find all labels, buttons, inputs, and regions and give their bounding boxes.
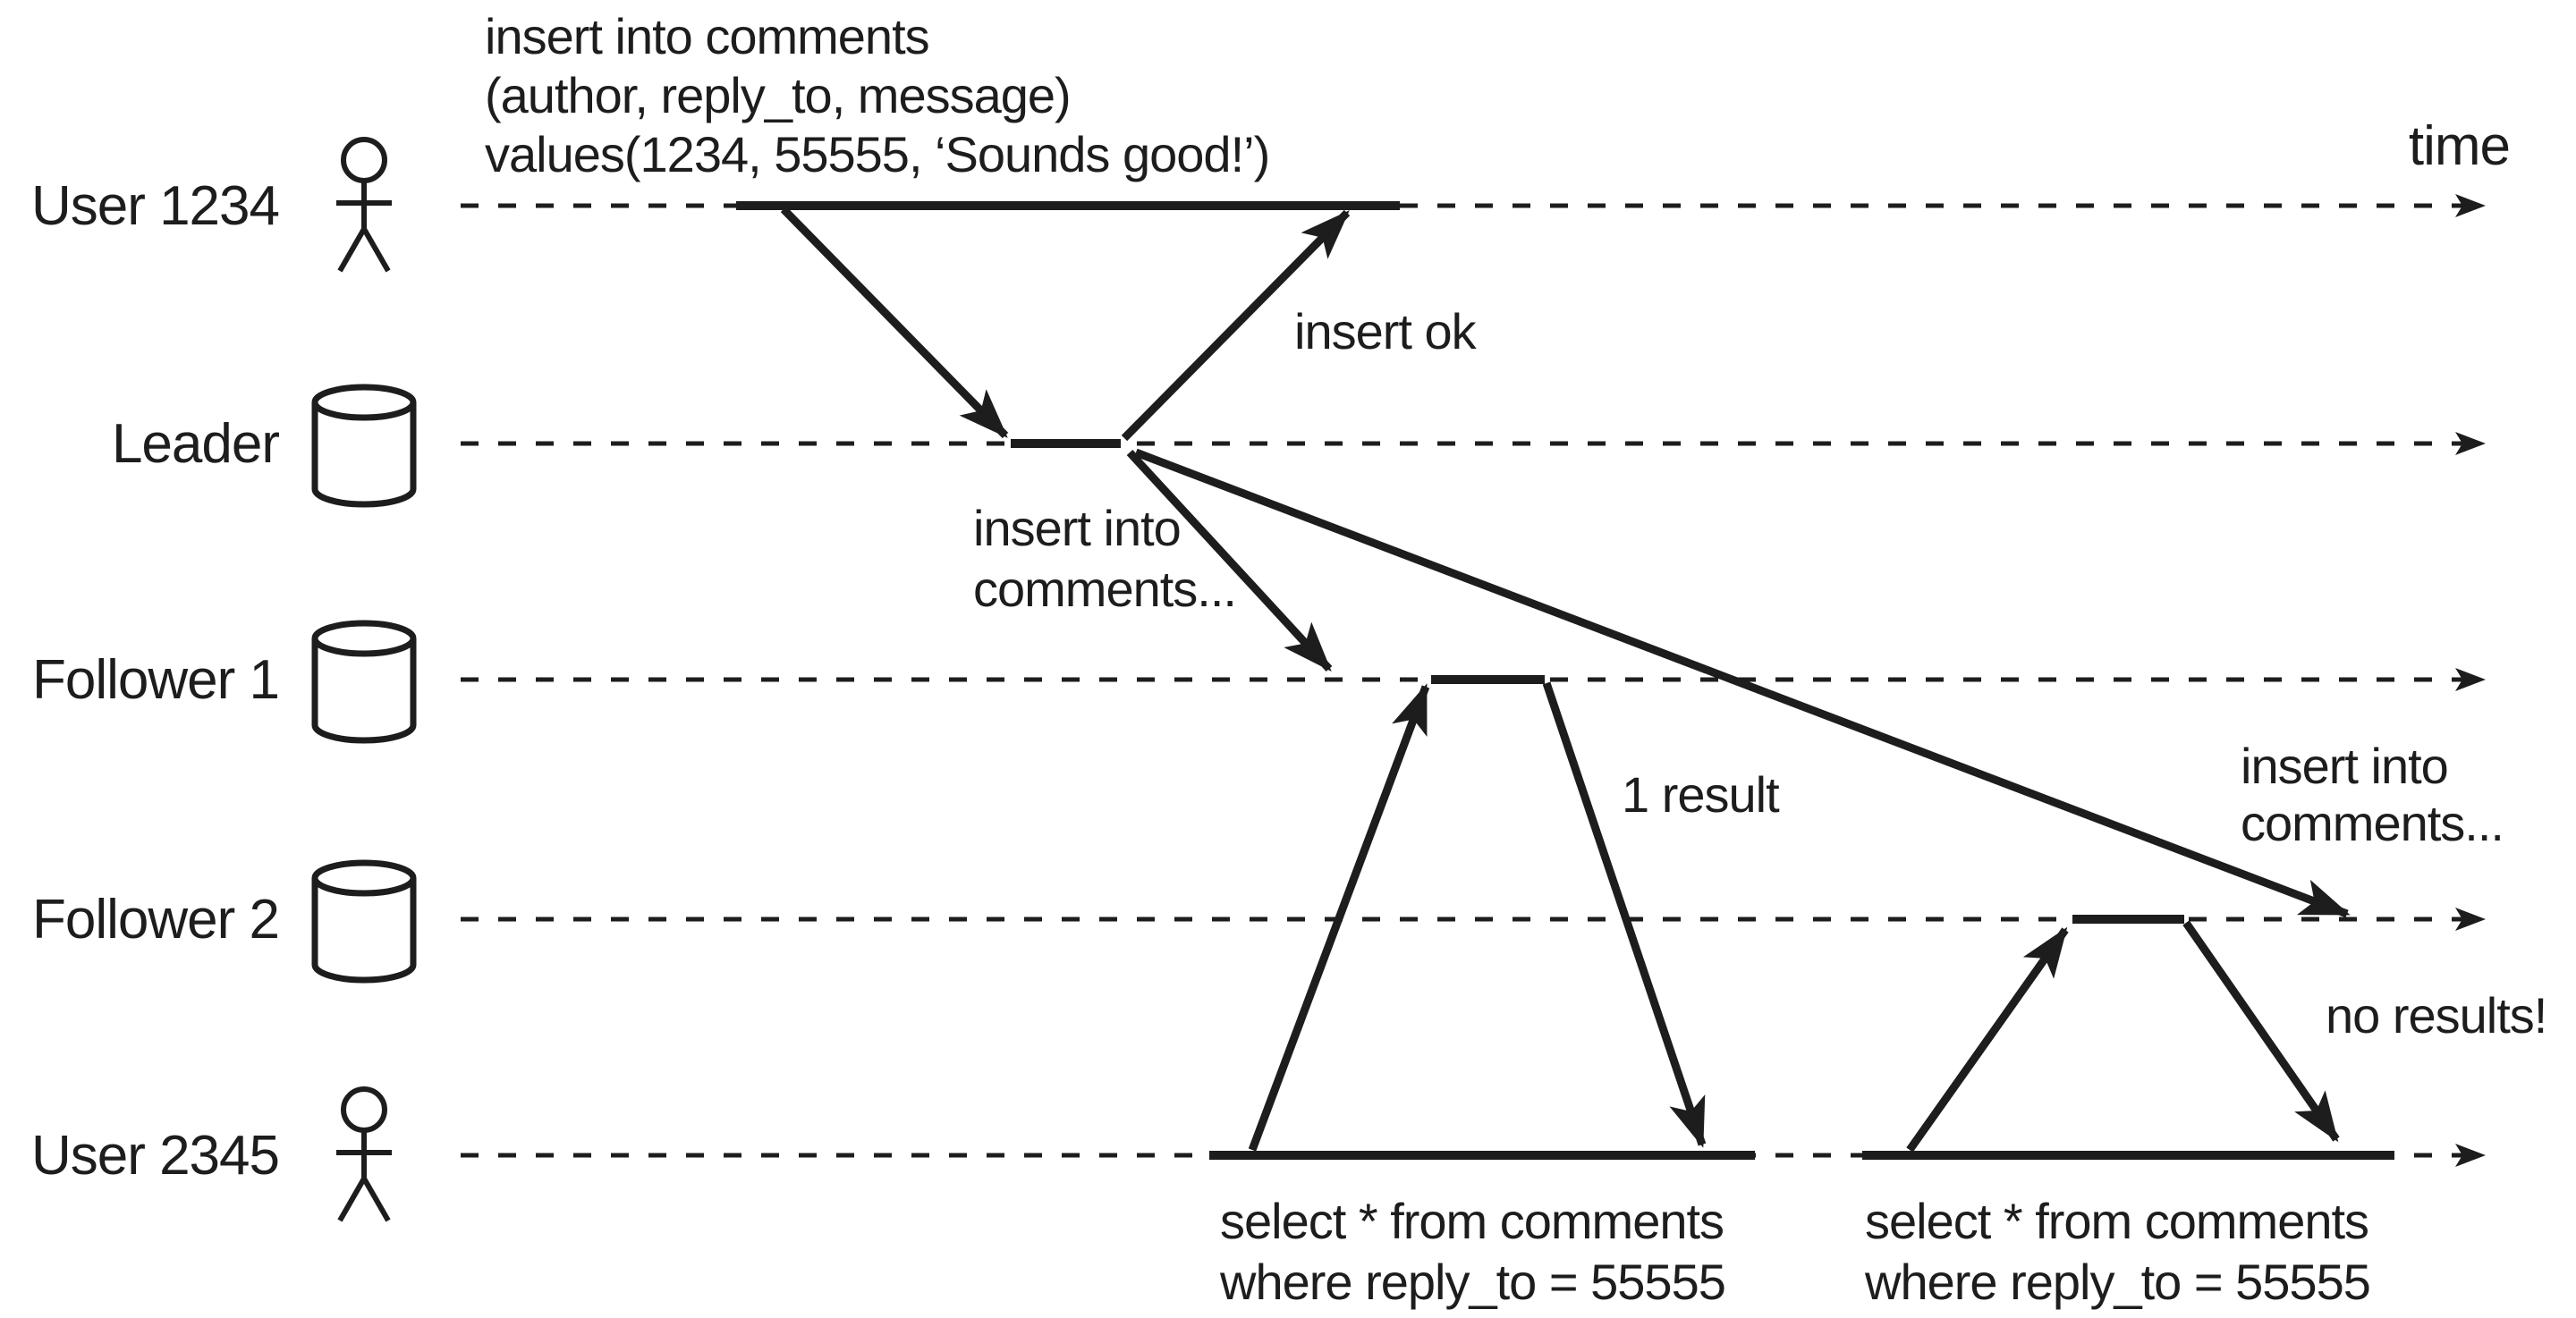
select-query-2-line-2: where reply_to = 55555	[1864, 1254, 2370, 1310]
database-cylinder-icon	[311, 384, 417, 508]
actor-label-follower-1: Follower 1	[32, 649, 279, 711]
arrow-query-to-follower-2	[1906, 926, 2069, 1153]
database-cylinder-icon	[311, 859, 417, 984]
person-icon	[336, 1086, 392, 1222]
replicate-follower-2-line-2: comments...	[2241, 795, 2504, 851]
insert-statement-line-1: insert into comments	[485, 8, 929, 64]
arrow-replicate-to-follower-1	[1126, 449, 1333, 672]
arrow-result-to-user-2345	[1542, 681, 1707, 1148]
replicate-follower-2-annotation: insert into comments...	[2241, 738, 2504, 851]
person-icon	[336, 137, 392, 273]
select-query-follower-1-annotation: select * from comments where reply_to = …	[1219, 1193, 1726, 1310]
select-query-1-line-1: select * from comments	[1220, 1193, 1724, 1249]
replicate-follower-1-line-1: insert into	[973, 500, 1181, 556]
replicate-follower-2-line-1: insert into	[2241, 738, 2448, 794]
database-cylinder-icon	[311, 620, 417, 744]
select-query-1-line-2: where reply_to = 55555	[1219, 1254, 1725, 1310]
arrow-insert-ok-to-user-1234	[1121, 209, 1351, 442]
insert-statement-annotation: insert into comments (author, reply_to, …	[485, 8, 1270, 182]
select-query-follower-2-annotation: select * from comments where reply_to = …	[1864, 1193, 2371, 1310]
arrow-insert-to-leader	[780, 206, 1009, 439]
arrow-replicate-to-follower-2	[1134, 448, 2351, 918]
replicate-follower-1-line-2: comments...	[973, 561, 1236, 617]
arrow-no-result-to-user-2345	[2182, 920, 2340, 1143]
actor-label-user-2345: User 2345	[31, 1125, 279, 1187]
arrow-query-to-follower-1	[1248, 683, 1430, 1152]
no-results-label: no results!	[2326, 987, 2546, 1043]
one-result-label: 1 result	[1622, 766, 1780, 823]
select-query-2-line-1: select * from comments	[1865, 1193, 2368, 1249]
time-axis-label: time	[2409, 115, 2510, 177]
actor-label-user-1234: User 1234	[31, 175, 279, 237]
insert-ok-label: insert ok	[1294, 303, 1478, 359]
actor-label-leader: Leader	[112, 413, 279, 475]
actor-label-follower-2: Follower 2	[32, 889, 279, 950]
insert-statement-line-3: values(1234, 55555, ‘Sounds good!’)	[485, 126, 1269, 182]
insert-statement-line-2: (author, reply_to, message)	[485, 67, 1071, 123]
replicate-follower-1-annotation: insert into comments...	[973, 500, 1237, 617]
